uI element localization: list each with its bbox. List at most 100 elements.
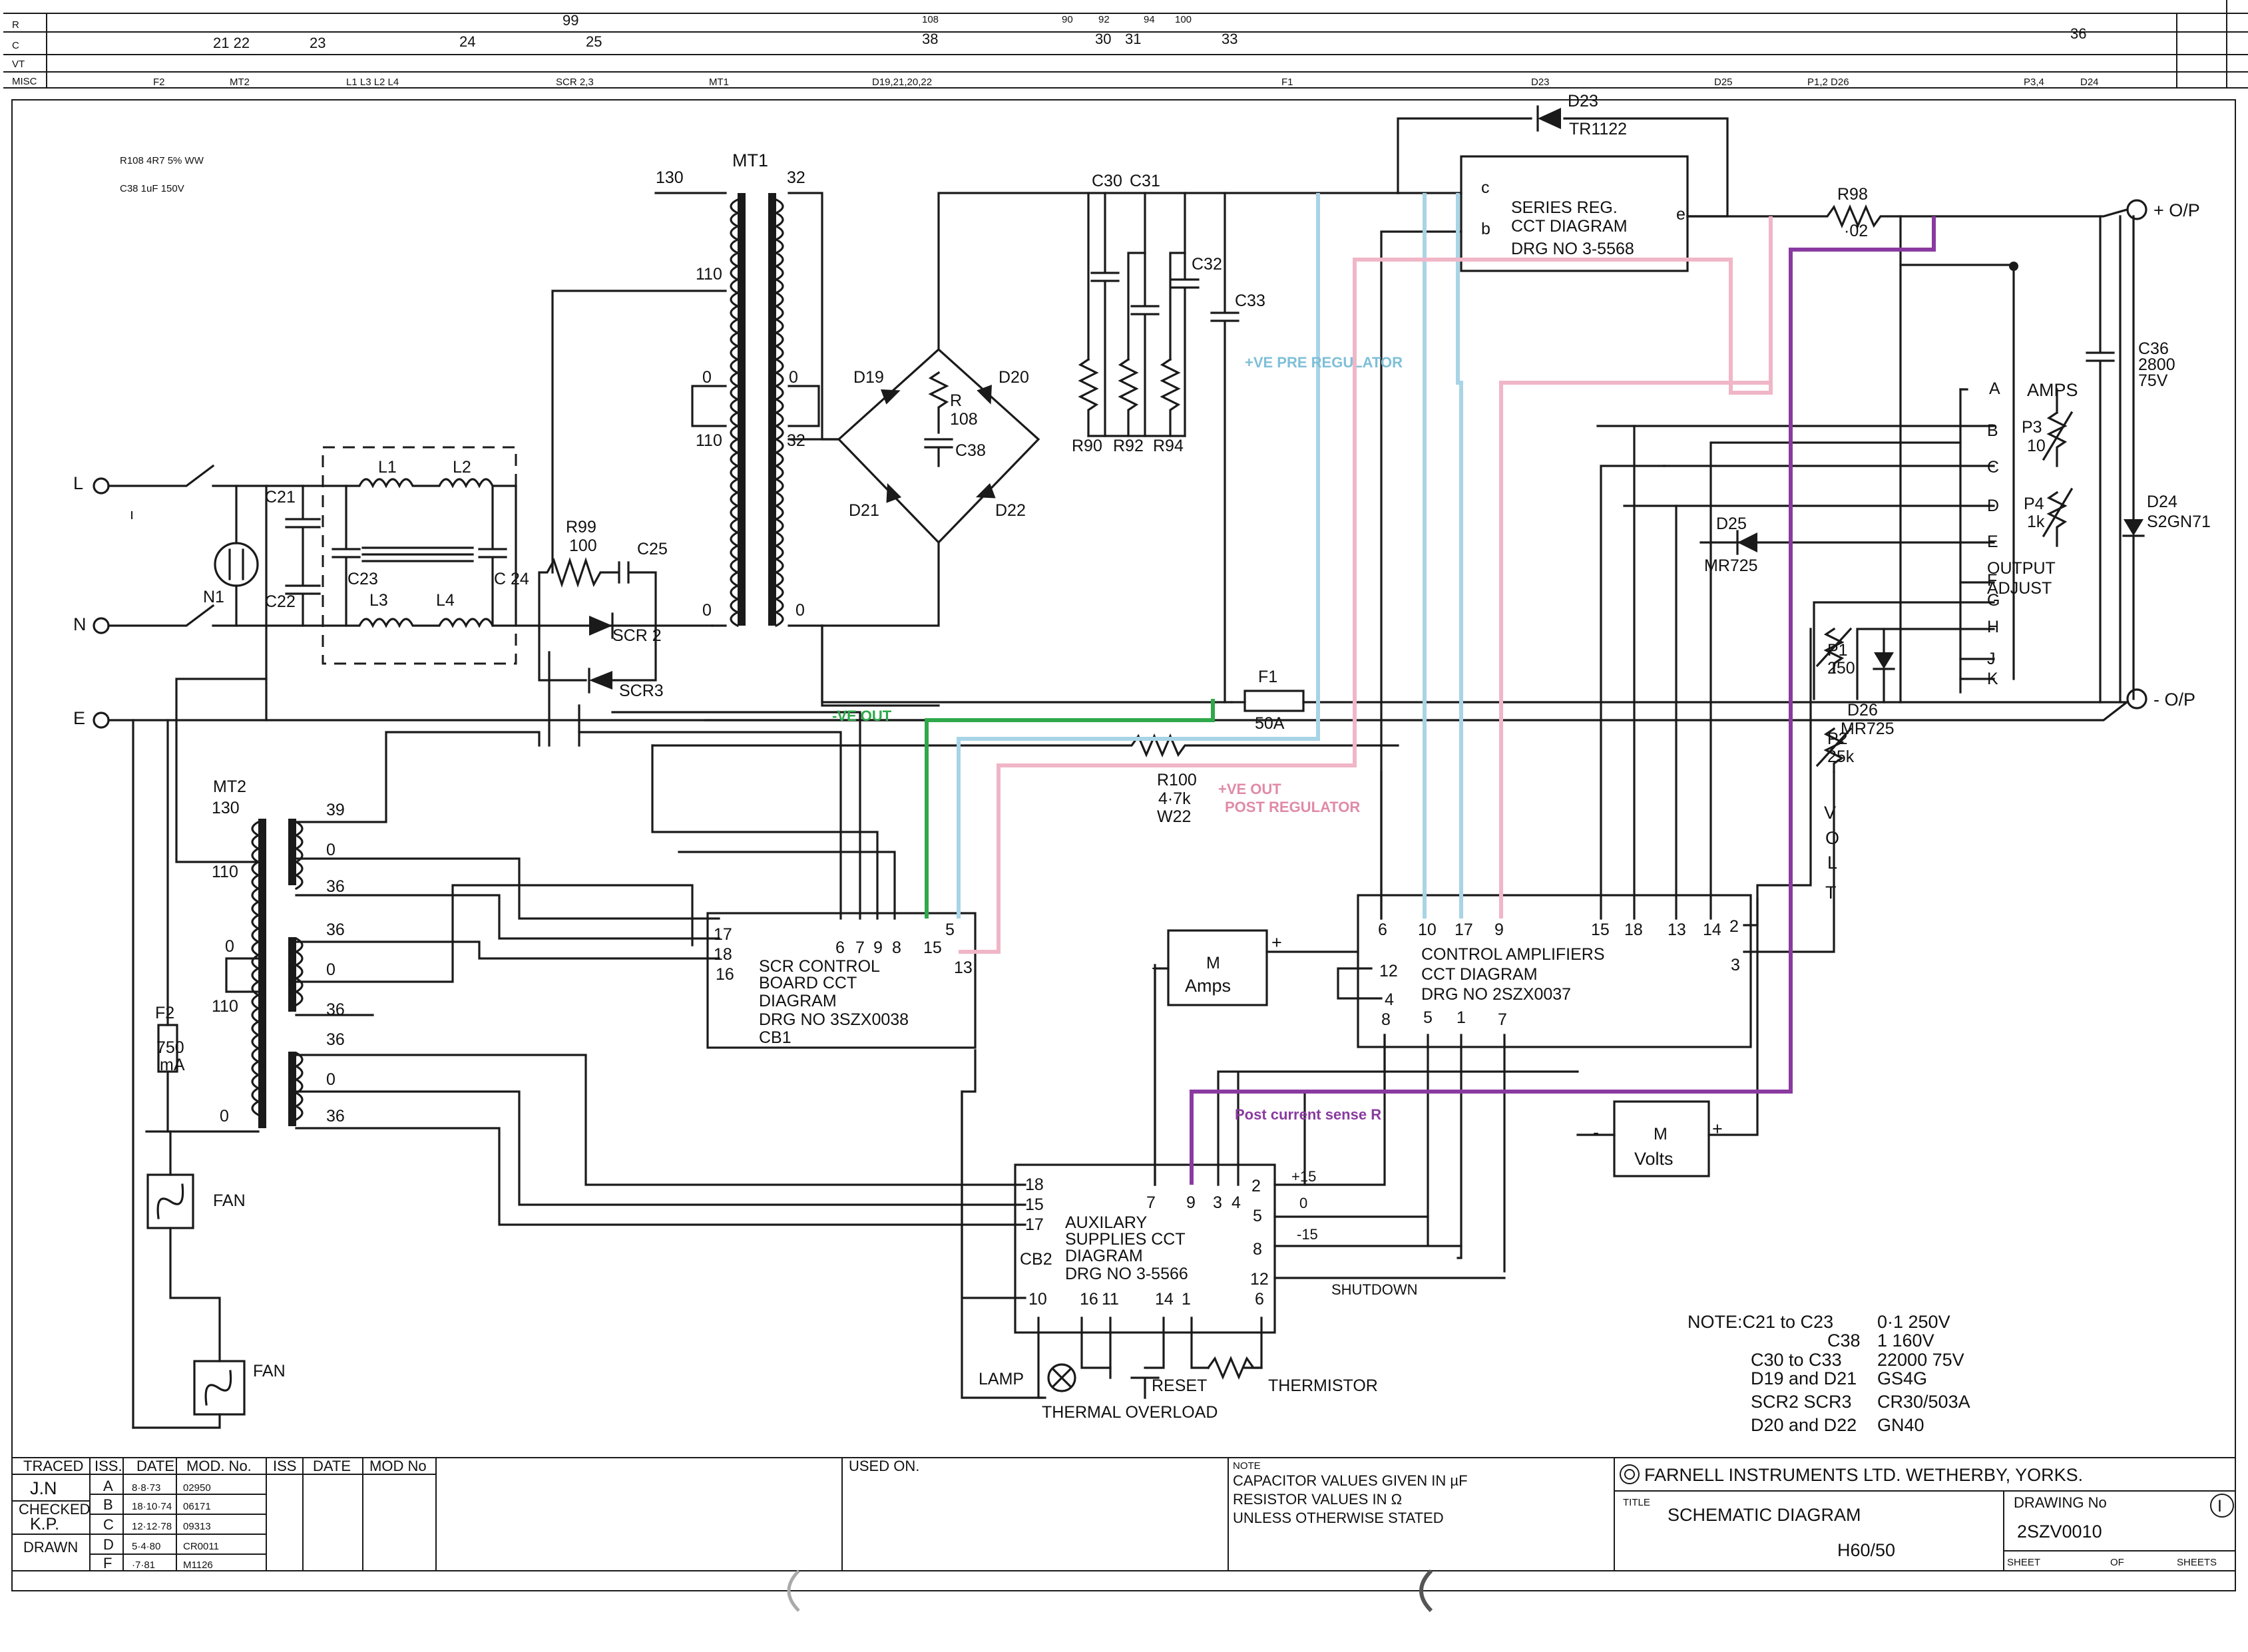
- ctrl-amp-pin-2: 2: [1729, 917, 1739, 936]
- tb-mod-a: 02950: [183, 1482, 211, 1494]
- note-row-3-a: C30 to C33: [1751, 1350, 1842, 1370]
- amps-title: AMPS: [2027, 380, 2078, 400]
- mt2-pin-110: 110: [212, 863, 238, 881]
- header-r-92: 92: [1098, 14, 1110, 25]
- mt2-pin-36-d: 36: [326, 1030, 345, 1049]
- input-line-label: L: [73, 473, 83, 493]
- header-misc-p12: P1,2 D26: [1807, 77, 1849, 88]
- tb-drawing-label: DRAWING No: [2014, 1494, 2107, 1511]
- note-row-5-b: CR30/503A: [1877, 1392, 1970, 1412]
- header-misc-f2: F2: [153, 77, 165, 88]
- blue-wire-pre-regulator: [957, 193, 1320, 919]
- tb-title: SCHEMATIC DIAGRAM: [1668, 1505, 1861, 1525]
- tb-sheet-label: SHEET: [2007, 1557, 2040, 1568]
- thermal-overload-label: THERMAL OVERLOAD: [1042, 1403, 1218, 1422]
- output-minus-label: - O/P: [2153, 690, 2195, 710]
- reset-label: RESET: [1152, 1376, 1207, 1395]
- d23-label: D23: [1568, 92, 1598, 110]
- terminal-a: A: [1989, 379, 2000, 398]
- header-c-30: 30: [1095, 31, 1111, 47]
- c30-label: C30: [1092, 172, 1122, 190]
- d21-label: D21: [849, 501, 879, 520]
- lamp-label: LAMP: [979, 1370, 1024, 1388]
- mt2-pin-0: 0: [225, 937, 234, 956]
- tb-header-traced: TRACED: [23, 1458, 83, 1474]
- meters: M Amps - + M Volts - +: [1152, 897, 1759, 1186]
- d25-label: D25: [1716, 515, 1747, 533]
- aux-line2: SUPPLIES CCT: [1065, 1230, 1186, 1249]
- tb-header-date: DATE: [136, 1458, 174, 1474]
- f2-value-1: 750: [156, 1038, 184, 1057]
- terminal-f: F: [1987, 571, 1997, 590]
- control-amplifiers: 6 10 17 9 15 18 13 14 2 3 12 4 8 5 1 7 C…: [1303, 425, 1962, 1273]
- terminal-g: G: [1987, 591, 2000, 610]
- row-label-r: R: [12, 19, 19, 31]
- c31-label: C31: [1130, 172, 1160, 190]
- aux-cb2: CB2: [1020, 1250, 1052, 1269]
- annotation-post-reg-2: POST REGULATOR: [1225, 799, 1360, 815]
- header-misc-p34: P3,4: [2024, 77, 2044, 88]
- header-strip: R C VT MISC 99 108 90 92 94 100 21 22 23…: [3, 0, 2248, 89]
- drawing-frame: [11, 99, 2236, 1591]
- mt1-pin-110: 110: [696, 265, 722, 284]
- p3-value: 10: [2027, 437, 2046, 455]
- f2-label: F2: [155, 1004, 174, 1022]
- p2-value: 25k: [1827, 747, 1855, 766]
- mt1-pin-32-a: 32: [787, 168, 805, 187]
- amps-meter-plus: +: [1271, 932, 1282, 952]
- mt2-pin-0-b: 0: [220, 1107, 229, 1126]
- mt2-pin-r0-c: 0: [326, 1070, 336, 1089]
- scr-board-pin-16: 16: [716, 965, 734, 984]
- scr-board-pin-8: 8: [892, 938, 901, 957]
- input-neutral-label: N: [73, 614, 87, 634]
- l1-label: L1: [378, 458, 397, 477]
- issue-circle: [2210, 1494, 2234, 1518]
- series-regulator-box: c b e SERIES REG. CCT DIAGRAM DRG NO 3-5…: [1380, 92, 1729, 920]
- mt1-pin-110-b: 110: [696, 431, 722, 450]
- aux-hand-minus15: -15: [1297, 1226, 1318, 1243]
- scr-board-line4: DRG NO 3SZX0038: [759, 1010, 909, 1029]
- row-label-vt: VT: [12, 59, 25, 70]
- pink-wire-post-regulator: [959, 216, 1773, 954]
- ctrl-amp-pin-1: 1: [1457, 1008, 1466, 1027]
- tb-iss-f: F: [103, 1555, 112, 1571]
- note-r108: R108 4R7 5% WW: [120, 155, 204, 166]
- neon-indicator: [214, 542, 259, 587]
- header-misc-d24: D24: [2080, 77, 2099, 88]
- aux-pin-18: 18: [1025, 1175, 1044, 1194]
- mt2-pin-36-a: 36: [326, 877, 345, 896]
- mt2-pin-130: 130: [212, 799, 240, 817]
- tb-date-c: 12·12·78: [132, 1521, 172, 1532]
- r100-value: 4·7k: [1158, 789, 1191, 808]
- terminal-d: D: [1987, 497, 1999, 515]
- tb-checked-label: CHECKED: [19, 1501, 91, 1518]
- tb-iss-c: C: [103, 1516, 114, 1533]
- c32-label: C32: [1192, 255, 1222, 274]
- header-misc-l: L1 L3 L2 L4: [346, 77, 399, 88]
- header-c-31: 31: [1125, 31, 1141, 47]
- terminal-c: C: [1987, 458, 1999, 477]
- tb-issue-circle: I: [2217, 1497, 2222, 1516]
- aux-pin-5: 5: [1253, 1207, 1262, 1225]
- input-earth-label: E: [73, 708, 85, 728]
- annotation-pre-regulator: +VE PRE REGULATOR: [1245, 354, 1403, 371]
- ctrl-amp-pin-17: 17: [1455, 921, 1473, 939]
- scr-section: R99 100 C25 SCR 2 SCR3: [265, 485, 714, 747]
- terminal-b: B: [1987, 421, 1998, 440]
- mt2-pin-39: 39: [326, 801, 345, 819]
- volts-meter-m: M: [1654, 1125, 1668, 1143]
- header-c-33: 33: [1222, 31, 1237, 47]
- mt1-pin-0-a: 0: [702, 368, 712, 387]
- header-misc-mt2: MT2: [230, 77, 250, 88]
- tb-mod-f: M1126: [183, 1559, 213, 1571]
- aux-hand-shutdown: SHUTDOWN: [1331, 1281, 1418, 1298]
- note-row-5-a: SCR2 SCR3: [1751, 1392, 1852, 1412]
- mt1-pin-32-b: 32: [787, 431, 805, 450]
- lamp-symbol: [1047, 1363, 1076, 1392]
- d23-type: TR1122: [1569, 120, 1627, 138]
- series-reg-line3: DRG NO 3-5568: [1511, 240, 1634, 258]
- mt2-pin-r0-b: 0: [326, 960, 336, 979]
- ctrl-amp-line3: DRG NO 2SZX0037: [1421, 985, 1571, 1004]
- tb-mod-d: CR0011: [183, 1541, 219, 1552]
